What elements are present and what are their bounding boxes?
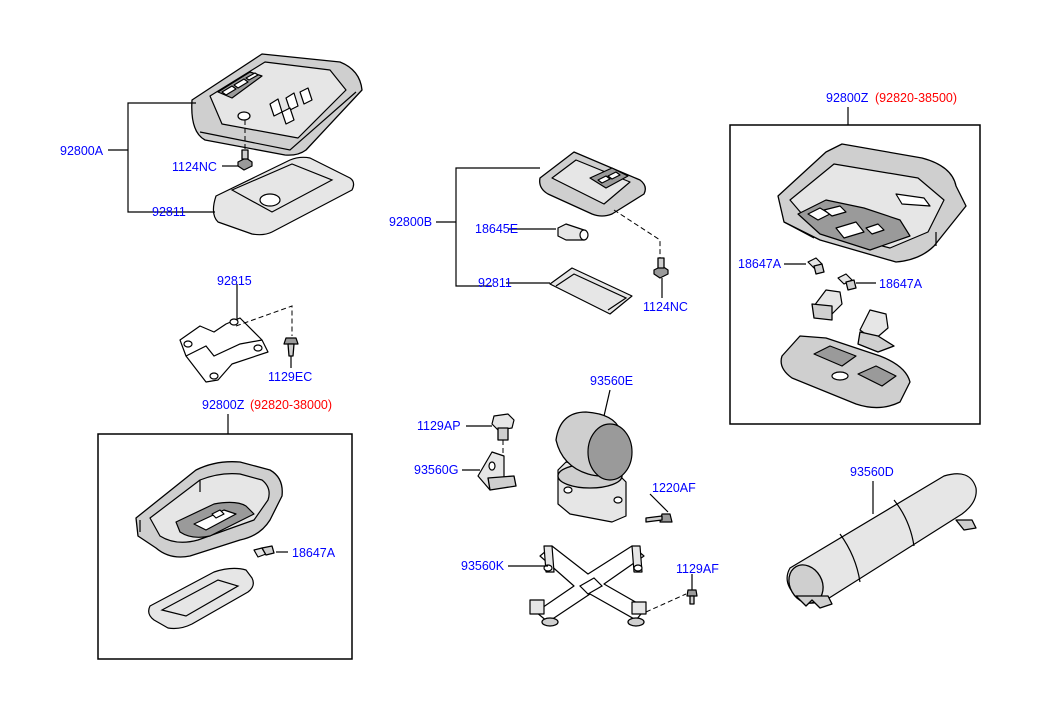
part-number-92815[interactable]: 92815 [217,274,252,288]
bracket-92815-drawing [179,284,293,383]
part-number-18647A-left[interactable]: 18647A [292,546,336,560]
light-bar-93560D-drawing [786,473,977,609]
part-number-1129EC[interactable]: 1129EC [268,370,312,384]
switch-left-right-box-drawing [811,289,843,321]
bulb-18647A-right1-drawing [784,257,825,275]
lamp-92800B-drawing [539,151,646,217]
leader-92800A [108,102,238,213]
switch-right-right-box-drawing [857,309,895,353]
part-number-92800A[interactable]: 92800A [60,144,104,158]
overhead-console-92800A-drawing [191,53,363,156]
part-number-93560G[interactable]: 93560G [414,463,458,477]
part-number-92800Z-right[interactable]: 92800Z [826,91,869,105]
part-number-92800Z-left[interactable]: 92800Z [202,398,245,412]
spot-lamp-93560E-drawing [555,411,633,523]
part-number-93560E[interactable]: 93560E [590,374,633,388]
lens-92811-mid-drawing [549,267,633,315]
bulb-18647A-left-drawing [253,545,288,558]
console-92800Z-left-drawing [135,461,283,558]
bulb-18645E-drawing [557,223,589,241]
screw-1129EC-drawing [283,337,299,368]
assembly-box-92800Z-right [729,124,981,425]
screw-1124NC-left-drawing [237,120,253,171]
alt-number-92820-38000[interactable]: (92820-38000) [250,398,332,412]
screw-1220AF-drawing [645,493,673,523]
console-92800Z-right-drawing [777,143,967,263]
part-number-1124NC-mid[interactable]: 1124NC [643,300,688,314]
part-number-18647A-right1[interactable]: 18647A [738,257,782,271]
lens-right-box-drawing [780,335,911,409]
part-number-1129AP[interactable]: 1129AP [417,419,461,433]
part-number-18645E[interactable]: 18645E [475,222,518,236]
part-number-92800B[interactable]: 92800B [389,215,432,229]
bracket-93560G-drawing [462,440,517,491]
part-number-1124NC-left[interactable]: 1124NC [172,160,217,174]
part-number-1129AF[interactable]: 1129AF [676,562,719,576]
bulb-18647A-right2-drawing [837,273,876,291]
screw-1124NC-mid-drawing [653,257,669,298]
part-number-92811-left[interactable]: 92811 [152,205,186,219]
part-number-93560K[interactable]: 93560K [461,559,505,573]
leader-92800B [436,167,661,287]
part-number-92811-mid[interactable]: 92811 [478,276,512,290]
part-number-1220AF[interactable]: 1220AF [652,481,696,495]
bolt-1129AP-drawing [466,413,515,441]
lens-left-box-drawing [148,567,254,630]
part-number-93560D[interactable]: 93560D [850,465,894,479]
mount-93560K-drawing [508,545,687,627]
screw-1129AF-drawing [686,574,698,605]
part-number-18647A-right2[interactable]: 18647A [879,277,923,291]
alt-number-92820-38500[interactable]: (92820-38500) [875,91,957,105]
lens-92811-left-drawing [212,156,355,236]
assembly-box-92800Z-left [97,433,353,660]
